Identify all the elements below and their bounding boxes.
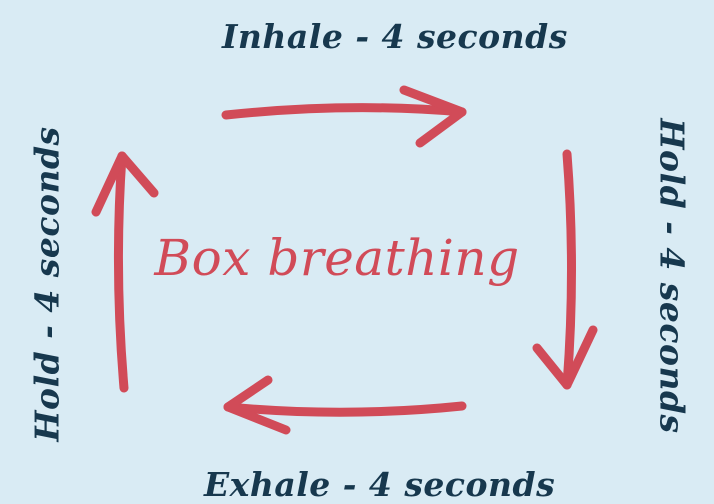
arrow-left-shaft (223, 401, 467, 417)
arrow-right (221, 85, 467, 148)
arrow-right-shaft (221, 103, 467, 120)
arrow-down (532, 149, 598, 390)
step-label-top: Inhale - 4 seconds (222, 17, 568, 56)
box-breathing-diagram: Inhale - 4 seconds Hold - 4 seconds Exha… (27, 17, 692, 501)
arrow-left (223, 375, 467, 435)
step-label-left: Hold - 4 seconds (27, 126, 67, 442)
step-label-bottom: Exhale - 4 seconds (204, 465, 556, 504)
arrow-up (91, 151, 159, 393)
arrow-up-shaft (113, 151, 129, 393)
arrow-left-head (223, 375, 291, 435)
arrow-down-head (532, 325, 598, 390)
arrow-right-head (399, 85, 467, 148)
arrow-up-head (91, 151, 159, 217)
diagram-title: Box breathing (154, 229, 520, 287)
arrow-down-shaft (562, 149, 576, 390)
step-label-right: Hold - 4 seconds (652, 118, 692, 434)
cycle-arrows (91, 85, 598, 435)
